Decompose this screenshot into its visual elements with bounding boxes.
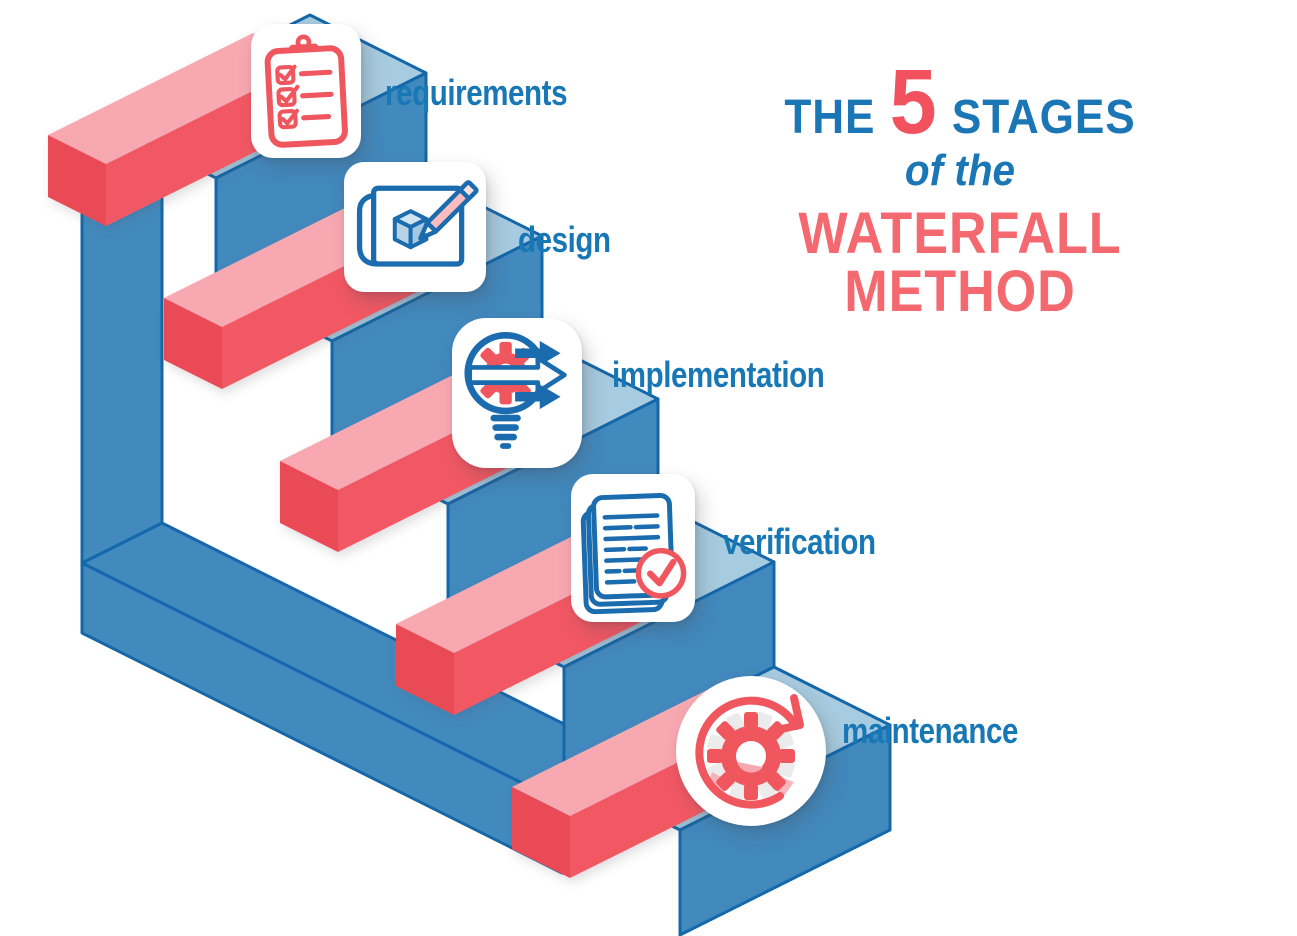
stage-card-implementation	[452, 318, 582, 468]
clipboard-checklist-icon	[264, 34, 348, 148]
blueprint-pencil-icon	[356, 180, 479, 267]
title-number-five: 5	[889, 51, 938, 153]
stage-label-design: design	[518, 219, 611, 260]
gear-rotation-arrow-icon	[695, 694, 804, 809]
stage-label-verification: verification	[723, 521, 876, 562]
title-line-method: METHOD	[844, 259, 1076, 324]
stage-card-maintenance	[676, 676, 826, 826]
documents-check-icon	[580, 493, 687, 615]
title-line-waterfall: WATERFALL	[798, 201, 1122, 266]
lightbulb-gear-arrows-icon	[464, 331, 567, 449]
stage-label-maintenance: maintenance	[842, 710, 1018, 751]
stage-label-implementation: implementation	[612, 354, 825, 395]
stage-card-requirements	[251, 24, 361, 158]
title-word-the: THE	[784, 91, 876, 144]
title-block: THE 5 STAGES of the WATERFALL METHOD	[730, 0, 1190, 340]
stage-card-design	[344, 162, 486, 292]
stage-label-requirements: requirements	[385, 72, 568, 113]
title-line-of-the: of the	[904, 146, 1016, 195]
title-line-1: THE 5 STAGES	[748, 54, 1171, 177]
title-word-stages: STAGES	[951, 91, 1136, 144]
stage-card-verification	[571, 474, 695, 622]
